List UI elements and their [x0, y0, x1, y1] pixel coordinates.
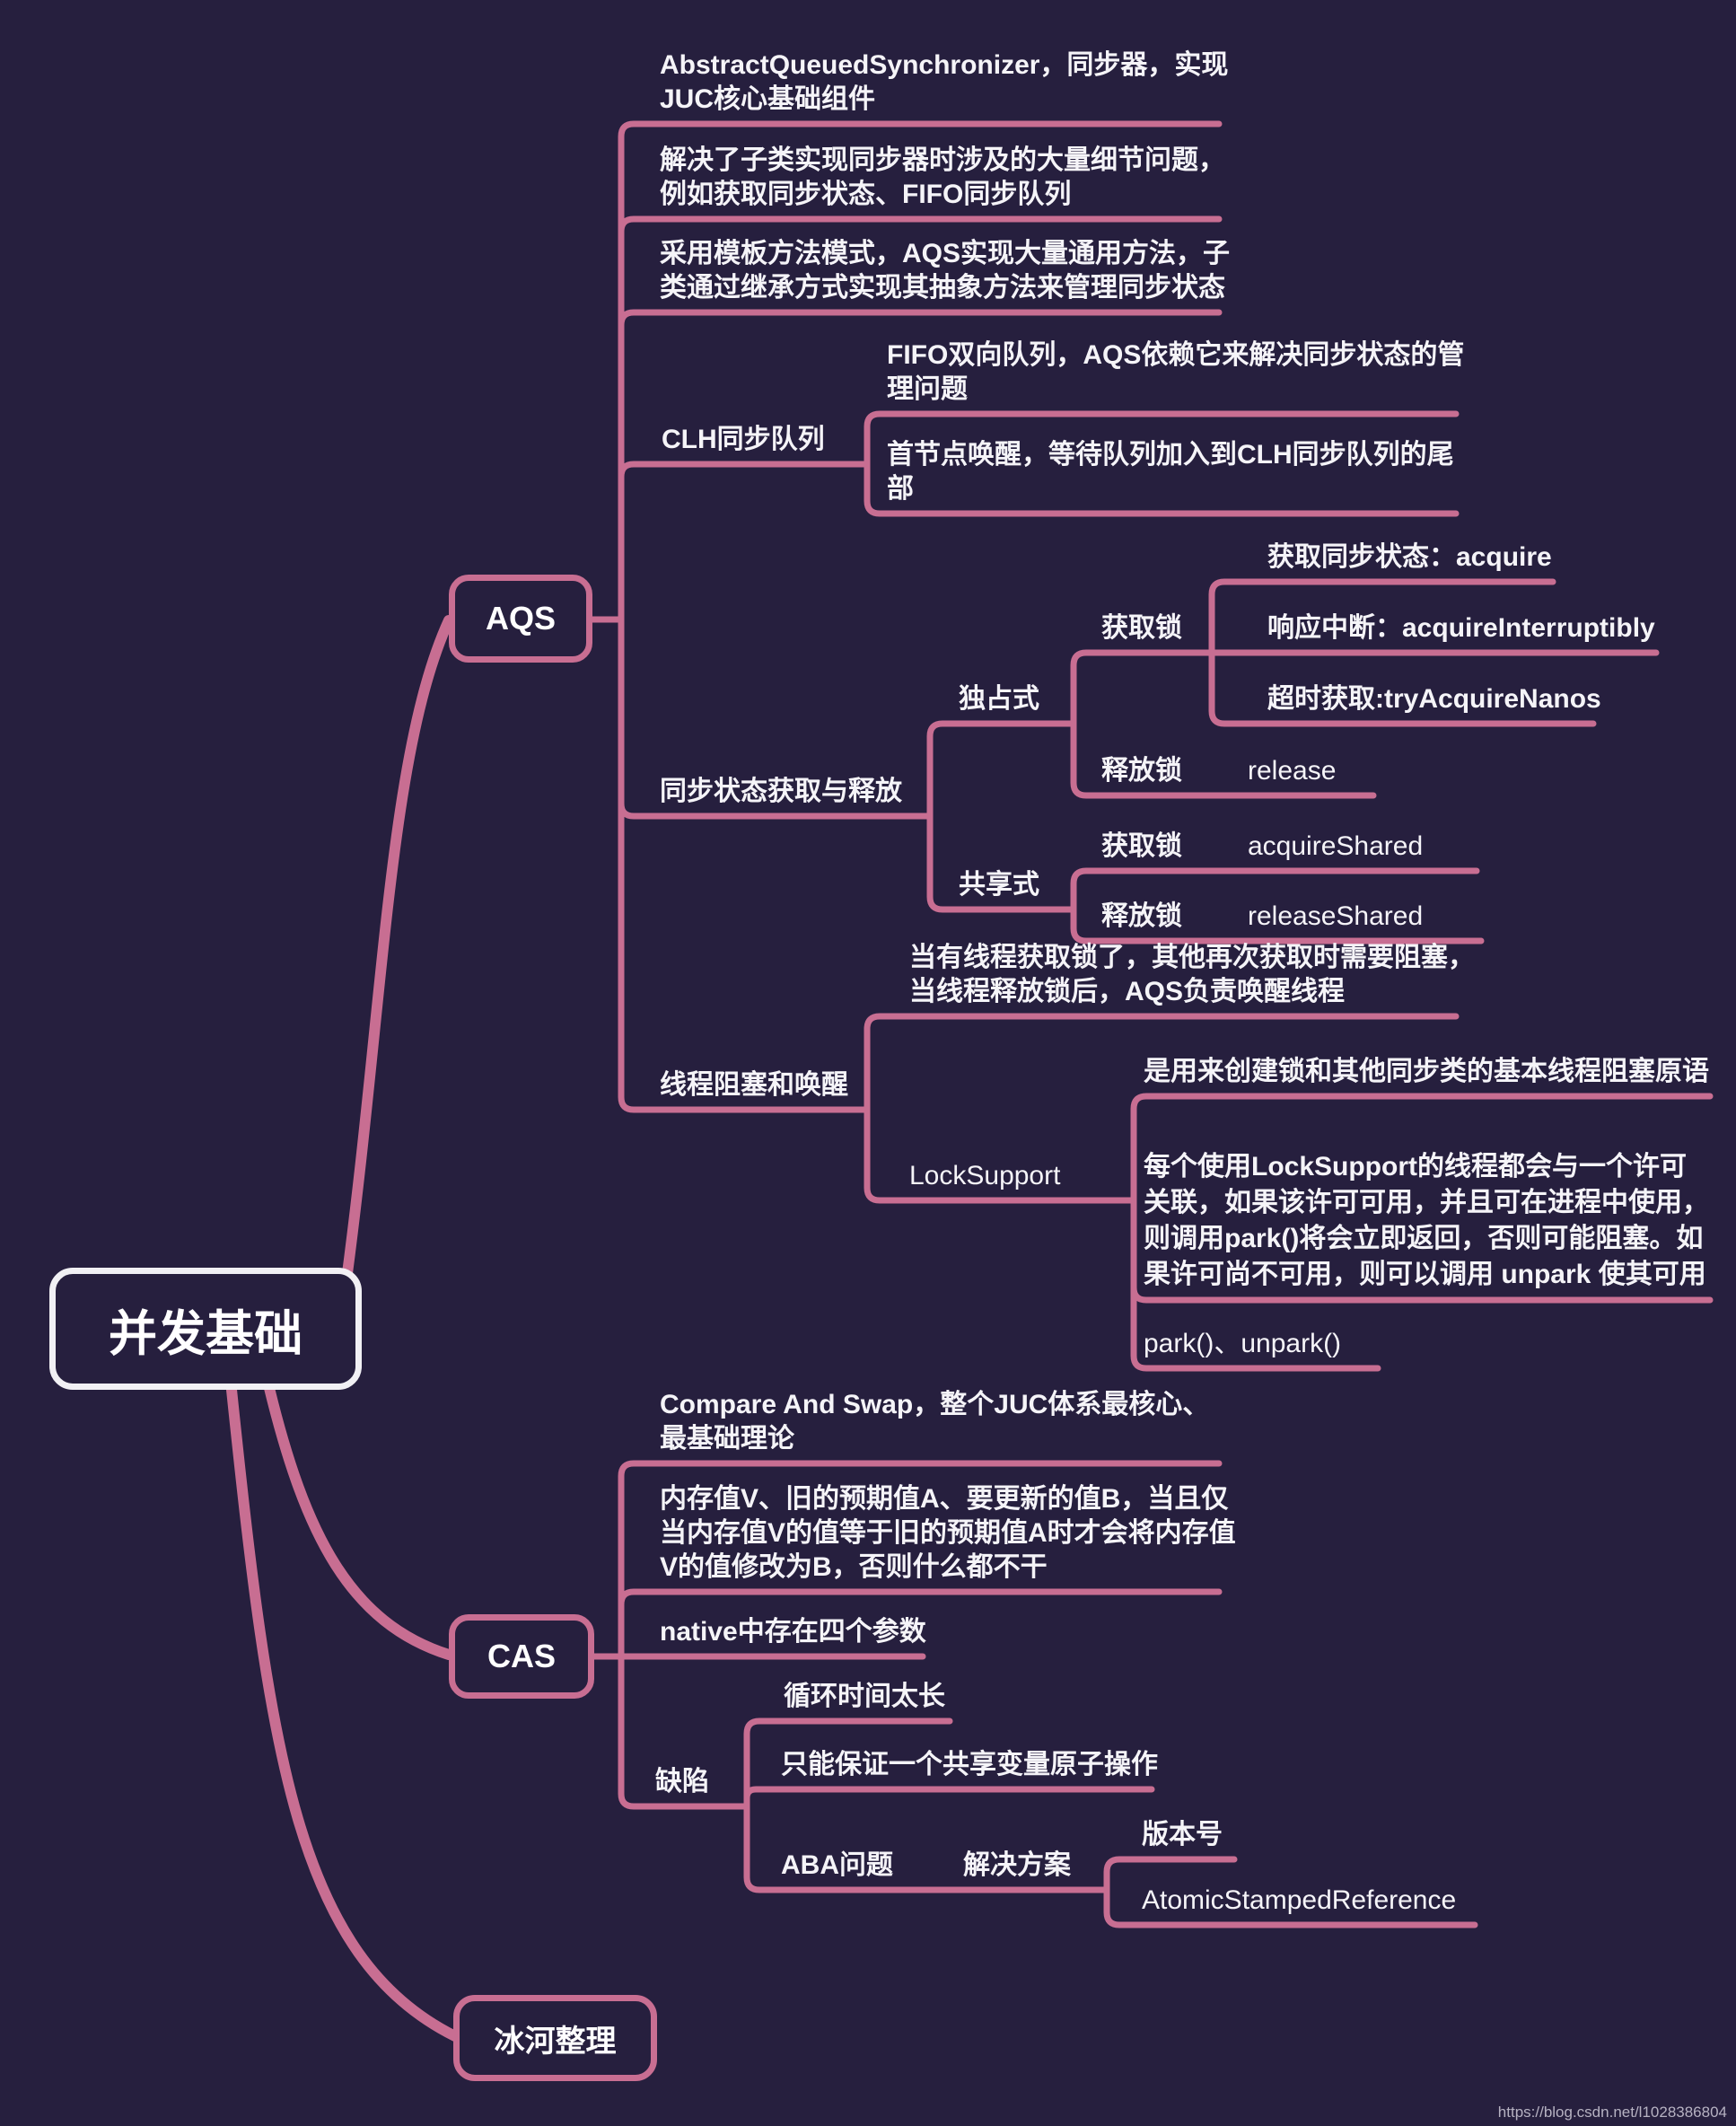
topic-aqs-template-method[interactable]: 采用模板方法模式，AQS实现大量通用方法，子类通过继承方式实现其抽象方法来管理同… [660, 239, 1231, 303]
topic-aqs[interactable]: AQS [449, 575, 592, 663]
topic-binghe[interactable]: 冰河整理 [453, 1995, 657, 2081]
topic-binghe-label: 冰河整理 [494, 2024, 617, 2059]
topic-clh-queue[interactable]: CLH同步队列 [662, 425, 825, 454]
topic-cas-label: CAS [487, 1638, 556, 1674]
topic-park-unpark[interactable]: park()、unpark() [1144, 1329, 1342, 1358]
topic-aqs-label: AQS [485, 600, 556, 637]
topic-acquire-interruptibly[interactable]: 响应中断：acquireInterruptibly [1267, 613, 1655, 643]
topic-shared-mode[interactable]: 共享式 [959, 870, 1039, 900]
topic-locksupport-permit[interactable]: 每个使用LockSupport的线程都会与一个许可关联，如果该许可可用，并且可在… [1144, 1152, 1709, 1289]
topic-block-description[interactable]: 当有线程获取锁了，其他再次获取时需要阻塞，当线程释放锁后，AQS负责唤醒线程 [909, 943, 1475, 1006]
topic-cas[interactable]: CAS [449, 1614, 594, 1699]
topic-defect[interactable]: 缺陷 [655, 1767, 709, 1797]
topic-try-acquire-nanos[interactable]: 超时获取:tryAcquireNanos [1267, 684, 1601, 714]
topic-locksupport-primitive[interactable]: 是用来创建锁和其他同步类的基本线程阻塞原语 [1144, 1057, 1709, 1086]
topic-acquire[interactable]: 获取同步状态：acquire [1267, 542, 1552, 572]
branch-root-aqs [338, 615, 454, 1305]
topic-clh-fifo[interactable]: FIFO双向队列，AQS依赖它来解决同步状态的管理问题 [887, 340, 1465, 404]
topic-thread-block-wakeup[interactable]: 线程阻塞和唤醒 [660, 1070, 848, 1100]
topic-excl-release-lock[interactable]: 释放锁 [1101, 756, 1182, 786]
watermark-url: https://blog.csdn.net/l1028386804 [1497, 2104, 1727, 2121]
topic-clh-head-wakeup[interactable]: 首节点唤醒，等待队列加入到CLH同步队列的尾部 [887, 440, 1454, 504]
topic-shared-acquire-lock[interactable]: 获取锁 [1101, 831, 1182, 861]
topic-sync-state[interactable]: 同步状态获取与释放 [660, 777, 902, 806]
topic-single-variable[interactable]: 只能保证一个共享变量原子操作 [781, 1750, 1158, 1779]
branch-root-cas [264, 1383, 454, 1660]
topic-aqs-definition[interactable]: AbstractQueuedSynchronizer，同步器，实现JUC核心基础… [660, 50, 1229, 114]
topic-cas-definition[interactable]: Compare And Swap，整个JUC体系最核心、最基础理论 [660, 1390, 1210, 1454]
topic-cas-values[interactable]: 内存值V、旧的预期值A、要更新的值B，当且仅当内存值V的值等于旧的预期值A时才会… [660, 1484, 1236, 1582]
topic-aba-problem[interactable]: ABA问题 [781, 1850, 893, 1880]
topic-atomic-stamped-reference[interactable]: AtomicStampedReference [1142, 1885, 1457, 1915]
topic-release[interactable]: release [1248, 756, 1337, 786]
root-topic[interactable]: 并发基础 [49, 1268, 362, 1390]
topic-excl-acquire-lock[interactable]: 获取锁 [1101, 613, 1182, 643]
root-topic-label: 并发基础 [109, 1306, 302, 1361]
topic-version-number[interactable]: 版本号 [1142, 1820, 1223, 1849]
topic-long-loop[interactable]: 循环时间太长 [784, 1682, 945, 1711]
branch-root-binghe [226, 1384, 460, 2042]
topic-locksupport[interactable]: LockSupport [909, 1161, 1061, 1190]
topic-release-shared[interactable]: releaseShared [1248, 901, 1424, 931]
topic-native-params[interactable]: native中存在四个参数 [660, 1617, 926, 1647]
topic-shared-release-lock[interactable]: 释放锁 [1101, 901, 1182, 931]
topic-acquire-shared[interactable]: acquireShared [1248, 831, 1424, 861]
topic-exclusive-mode[interactable]: 独占式 [959, 684, 1039, 714]
topic-aqs-solves-details[interactable]: 解决了子类实现同步器时涉及的大量细节问题，例如获取同步状态、FIFO同步队列 [660, 145, 1225, 209]
topic-solution[interactable]: 解决方案 [963, 1850, 1071, 1880]
